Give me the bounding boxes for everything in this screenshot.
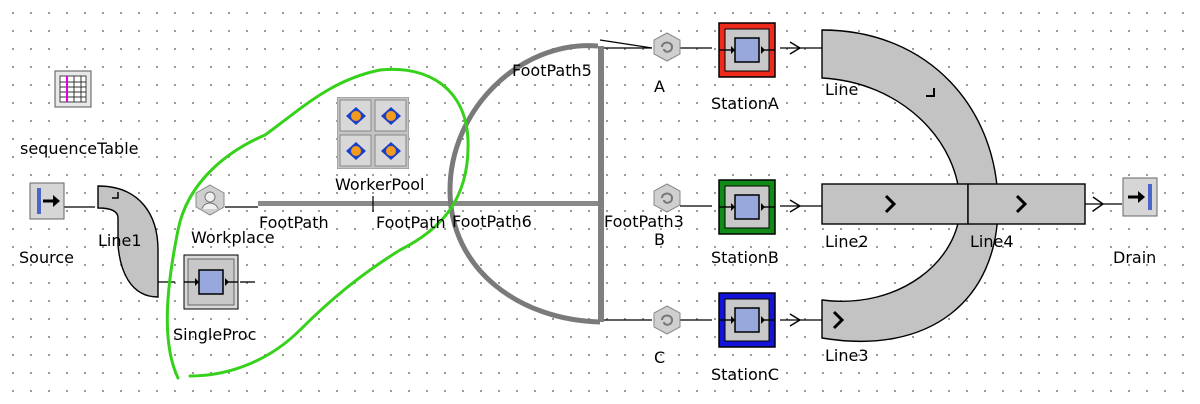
- station-a-icon[interactable]: [718, 22, 776, 78]
- footpaths: [258, 39, 653, 325]
- station-c-label: StationC: [711, 365, 780, 384]
- line4-label: Line4: [970, 232, 1014, 251]
- station-c-icon[interactable]: [718, 292, 776, 348]
- source-icon[interactable]: [29, 182, 65, 220]
- footpath2-label: FootPath: [376, 214, 446, 232]
- highlight-scribble: [165, 67, 470, 380]
- workplace-c-icon[interactable]: [652, 305, 682, 335]
- line2-label: Line2: [825, 232, 869, 251]
- line1-label: Line1: [98, 231, 142, 250]
- workplace-b-icon[interactable]: [652, 183, 682, 213]
- sequence-table-icon[interactable]: [54, 70, 92, 108]
- worker-pool-label: WorkerPool: [335, 175, 425, 194]
- footpath5-label: FootPath5: [512, 61, 592, 80]
- workplace-a-icon[interactable]: [652, 32, 682, 62]
- c-label: C: [654, 348, 666, 367]
- footpath6-label: FootPath6: [452, 212, 532, 231]
- a-label: A: [654, 77, 665, 96]
- line1-conveyor: [97, 185, 159, 298]
- line-label: Line: [825, 80, 859, 99]
- worker-pool-icon[interactable]: [336, 96, 410, 170]
- line-arc-conveyor: [821, 29, 999, 343]
- drain-label: Drain: [1113, 248, 1157, 267]
- footpath3-label: FootPath3: [604, 212, 684, 231]
- workplace-icon[interactable]: [193, 183, 227, 217]
- station-b-label: StationB: [711, 248, 779, 267]
- workplace-label: Workplace: [191, 228, 275, 247]
- single-proc-icon[interactable]: [183, 254, 239, 310]
- station-b-icon[interactable]: [718, 179, 776, 235]
- b-label: B: [654, 230, 665, 249]
- drain-icon[interactable]: [1122, 177, 1158, 217]
- source-label: Source: [19, 248, 74, 267]
- line3-label: Line3: [825, 346, 869, 365]
- sequence-table-label: sequenceTable: [20, 139, 139, 158]
- single-proc-label: SingleProc: [173, 325, 257, 344]
- station-a-label: StationA: [711, 94, 779, 113]
- footpath-label: FootPath: [259, 213, 329, 232]
